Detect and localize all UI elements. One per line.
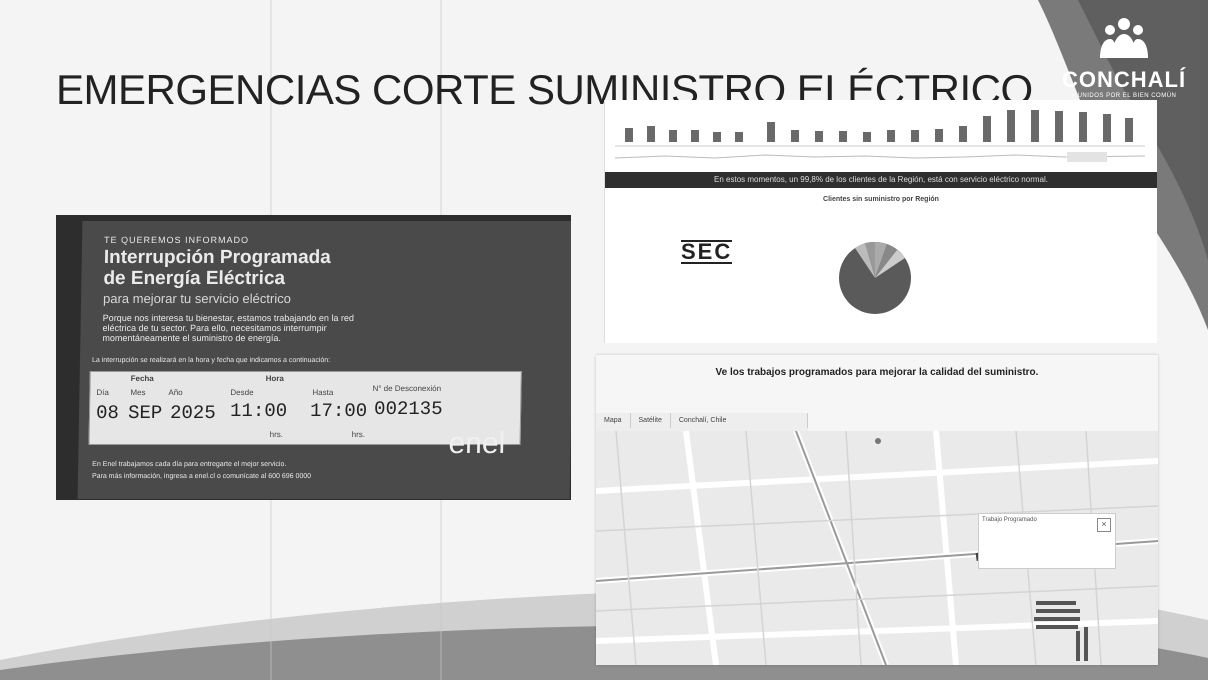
notice-eyebrow: TE QUEREMOS INFORMADO <box>104 235 250 245</box>
map-popup-title: Trabajo Programado <box>982 517 1037 523</box>
street-lines <box>596 429 1158 665</box>
sec-status-banner: En estos momentos, un 99,8% de los clien… <box>605 172 1157 188</box>
map-info-popup: Trabajo Programado × <box>978 513 1116 569</box>
map-tab-satelite[interactable]: Satélite <box>631 413 671 428</box>
notice-footer-1: En Enel trabajamos cada día para entrega… <box>92 461 287 468</box>
header-desde: Desde <box>230 388 254 397</box>
sec-chart-title: Clientes sin suministro por Región <box>823 196 939 203</box>
header-hasta: Hasta <box>312 388 334 397</box>
conchali-logo: CONCHALÍ « UNIDOS POR EL BIEN COMÚN <box>1062 14 1186 104</box>
value-numero: 002135 <box>373 398 443 420</box>
people-emblem-icon <box>1100 18 1148 58</box>
enel-brand: enel <box>448 427 506 460</box>
notice-title-line2: de Energía Eléctrica <box>103 268 286 289</box>
notice-title-line1: Interrupción Programada <box>103 247 331 268</box>
header-ano: Año <box>168 388 183 397</box>
notice-card: TE QUEREMOS INFORMADO Interrupción Progr… <box>77 221 571 499</box>
sec-dashboard-screenshot: En estos momentos, un 99,8% de los clien… <box>604 100 1157 343</box>
header-dia: Día <box>96 388 109 397</box>
close-icon[interactable]: × <box>1097 518 1111 532</box>
value-dia: 08 <box>95 402 120 424</box>
header-hora: Hora <box>265 374 284 383</box>
value-hasta: 17:00 <box>309 400 368 422</box>
header-numero: N° de Desconexión <box>372 384 442 393</box>
header-fecha: Fecha <box>130 374 154 383</box>
value-mes: SEP <box>127 402 163 424</box>
map-tab-mapa[interactable]: Mapa <box>596 413 631 428</box>
hrs-label-1: hrs. <box>269 430 284 439</box>
notice-body: Porque nos interesa tu bienestar, estamo… <box>102 313 354 343</box>
notice-intro: La interrupción se realizará en la hora … <box>91 357 331 364</box>
sec-logo: SEC <box>681 239 733 264</box>
header-mes: Mes <box>130 388 146 397</box>
notice-subtitle: para mejorar tu servicio eléctrico <box>102 291 292 306</box>
map-screenshot: Ve los trabajos programados para mejorar… <box>596 355 1158 665</box>
logo-name: CONCHALÍ <box>1062 67 1187 92</box>
notice-footer-2: Para más información, ingresa a enel.cl … <box>91 473 312 480</box>
notice-photo: TE QUEREMOS INFORMADO Interrupción Progr… <box>56 215 571 500</box>
value-ano: 2025 <box>169 402 216 424</box>
street-map[interactable]: Trabajo Programado × <box>596 429 1158 665</box>
sec-pie-chart <box>839 241 911 314</box>
hrs-label-2: hrs. <box>351 430 366 439</box>
value-desde: 11:00 <box>229 400 288 422</box>
map-search-box[interactable]: Conchalí, Chile <box>671 413 808 428</box>
map-heading: Ve los trabajos programados para mejorar… <box>715 367 1039 378</box>
sec-bar-strip <box>614 110 1146 162</box>
logo-slogan: « UNIDOS POR EL BIEN COMÚN <box>1071 93 1177 99</box>
